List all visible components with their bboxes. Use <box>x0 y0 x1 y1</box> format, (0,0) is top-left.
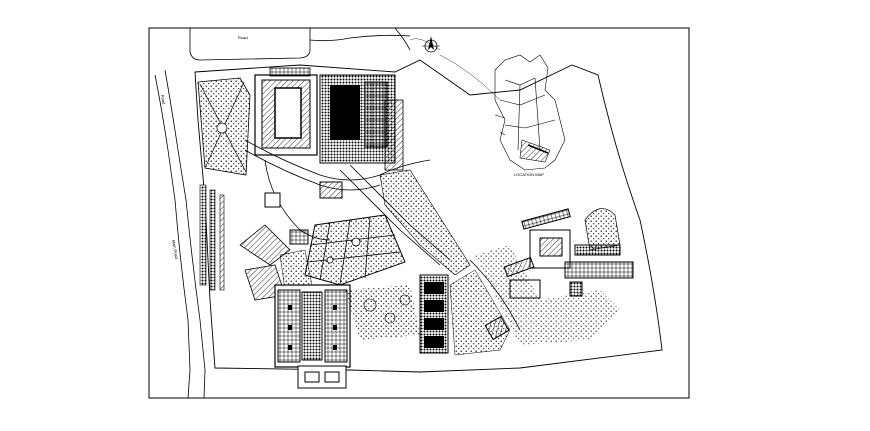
dotted-open-land <box>379 169 471 276</box>
left-road <box>154 69 206 399</box>
sports-complex <box>254 67 318 156</box>
key-map-leader-lines <box>409 38 501 101</box>
south-main-building <box>274 284 351 389</box>
east-plaza <box>584 208 621 251</box>
small-structure-2 <box>264 192 281 208</box>
location-key-map <box>494 54 566 171</box>
site-boundary <box>194 59 663 373</box>
left-road-label-upper: Road <box>160 94 167 104</box>
nw-garden-paths <box>199 81 247 173</box>
drawing-frame <box>148 27 690 399</box>
top-road-label: Road <box>238 35 248 40</box>
residential-strip <box>419 274 449 354</box>
se-pavilion <box>484 315 510 341</box>
dense-building-block <box>319 74 404 171</box>
tree-clusters <box>345 285 420 340</box>
small-structure-1 <box>319 181 343 199</box>
top-road <box>189 27 411 61</box>
left-tree-row <box>199 184 225 291</box>
west-dotted-field <box>279 249 313 291</box>
west-pavilions <box>239 224 309 301</box>
location-map-caption: LOCATION MAP <box>514 172 544 177</box>
north-arrow-icon <box>422 36 440 53</box>
left-road-label-lower: Main Road <box>171 239 179 259</box>
central-garden <box>304 214 406 286</box>
east-dotted-ground <box>475 245 620 345</box>
